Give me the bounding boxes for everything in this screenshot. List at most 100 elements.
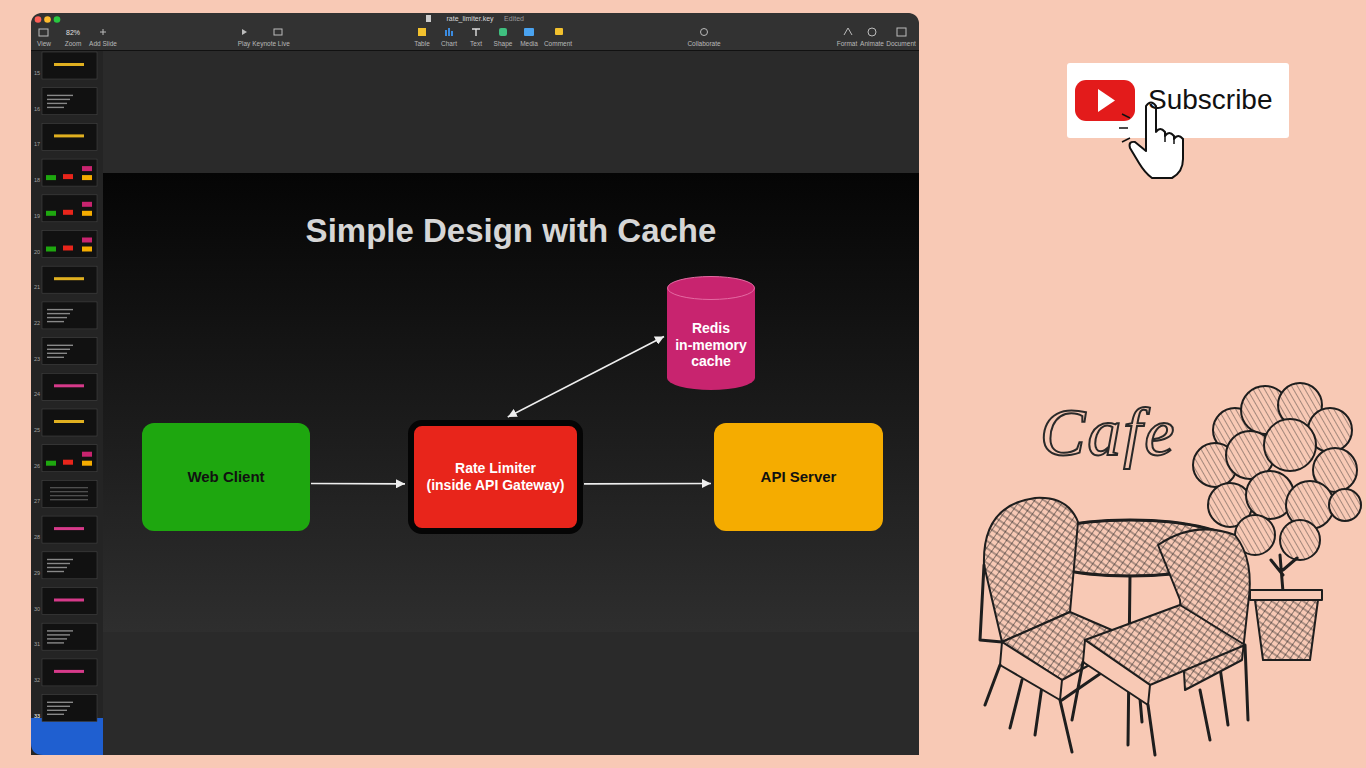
thumbnail-box [82,211,92,216]
connector-arrow [508,336,664,417]
connector-arrow [584,483,711,485]
slide-number: 21 [34,285,40,291]
thumbnail-line [47,702,73,703]
thumbnail-line [47,95,73,96]
thumbnail-line [47,107,64,108]
thumbnail-line [50,495,88,497]
thumbnail-line [47,634,70,635]
node-text: API Server [761,468,837,486]
selected-slide-row [31,718,103,755]
toolbar [31,13,919,50]
thumbnail-heading [54,527,84,530]
thumbnail-box [82,202,92,207]
thumbnail-line [47,313,70,314]
play-triangle [1098,89,1115,112]
slide-number: 30 [34,607,40,613]
node-text: Redis in-memory cache [675,320,747,370]
slide-number: 32 [34,678,40,684]
thumbnail-line [47,571,64,572]
thumbnail-box [63,210,73,215]
thumbnail-box [46,247,56,252]
app-window [31,13,919,755]
toolbar-label: Add Slide [89,41,117,48]
slide-thumbnail [42,516,97,543]
toolbar-label: Animate [860,41,884,48]
thumbnail-line [47,706,70,707]
slide-number: 24 [34,392,40,398]
thumbnail-line [47,630,73,631]
thumbnail-heading [54,63,84,66]
slide-thumbnail [42,52,97,79]
thumbnail-line [47,321,64,322]
thumbnail-heading [54,670,84,673]
slide-thumbnail [42,409,97,436]
thumbnail-box [82,461,92,466]
slide-number: 28 [34,535,40,541]
slide-number: 16 [34,107,40,113]
thumbnail-heading [54,277,84,280]
slide-number: 25 [34,428,40,434]
slide-thumbnail [42,588,97,615]
thumbnail-line [47,638,67,639]
slide-number: 29 [34,571,40,577]
cylinder-body [667,288,755,390]
slide-number: 23 [34,357,40,363]
thumbnail-line [47,103,67,104]
thumbnail-line [47,99,70,100]
thumbnail-box [82,247,92,252]
thumbnail-box [82,175,92,180]
toolbar-label: Comment [544,41,572,48]
slide-thumbnail [42,659,97,686]
thumbnail-line [47,714,64,715]
thumbnail-heading [54,134,84,137]
slide [103,173,919,632]
slide-number: 33 [34,714,40,720]
connector-arrow [311,483,405,485]
slide-thumbnail [42,123,97,150]
slide-number: 18 [34,178,40,184]
thumbnail-line [47,710,67,711]
toolbar-label: 82% [66,29,80,36]
slide-thumbnail [42,373,97,400]
slide-thumbnail [42,695,97,722]
canvas-area [103,51,919,755]
toolbar-label: Document [886,41,916,48]
slide-number: 19 [34,214,40,220]
toolbar-label: Format [837,41,858,48]
slide-number: 26 [34,464,40,470]
file-icon [426,15,431,22]
slide-thumbnail [42,159,97,186]
thumbnail-line [47,309,73,310]
toolbar-label: Text [470,41,482,48]
slide-thumbnail [42,231,97,258]
slide-thumbnail [42,445,97,472]
toolbar-label: View [37,41,51,48]
slide-thumbnail [42,552,97,579]
server-box: API Server [714,423,883,531]
toolbar-label: Zoom [65,41,82,48]
toolbar-label: rate_limiter.key [446,15,493,22]
toolbar-divider [31,50,919,51]
node-text: Rate Limiter (inside API Gateway) [427,460,565,494]
thumbnail-box [63,460,73,465]
thumbnail-box [63,246,73,251]
thumbnail-line [50,499,88,501]
toolbar-label: Play [238,41,251,48]
thumbnail-line [47,349,70,350]
thumbnail-line [47,642,64,643]
thumbnail-box [63,174,73,179]
slide-title: Simple Design with Cache [306,214,717,247]
slide-thumbnail [42,88,97,115]
thumbnail-heading [54,420,84,423]
thumbnail-heading [54,384,84,387]
thumbnail-line [50,487,88,489]
thumbnail-line [47,317,67,318]
thumbnail-box [82,238,92,243]
cylinder-top [668,277,755,300]
slide-number: 22 [34,321,40,327]
toolbar-icons [39,28,906,36]
slide-number: 15 [34,71,40,77]
slide-thumbnail [42,195,97,222]
close-button [35,16,42,23]
